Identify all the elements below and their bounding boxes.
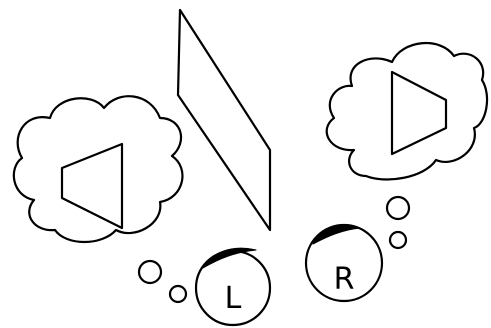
left-bubble-small xyxy=(170,286,186,302)
left-bubble-large xyxy=(139,261,161,283)
left-eye-letter: L xyxy=(225,281,242,316)
right-bubble-large xyxy=(387,197,409,219)
left-eye: L xyxy=(196,248,270,325)
right-thought-cloud xyxy=(327,43,487,179)
right-eye-letter: R xyxy=(334,262,355,297)
right-eye: R xyxy=(306,225,382,301)
left-thought-cloud xyxy=(14,96,183,242)
center-panel xyxy=(178,10,270,230)
right-bubble-small xyxy=(390,232,406,248)
